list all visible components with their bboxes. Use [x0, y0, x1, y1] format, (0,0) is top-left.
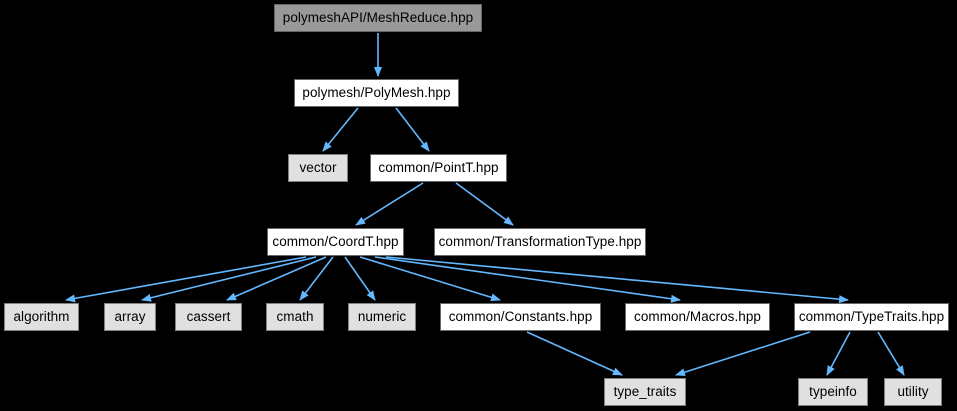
graph-node-label: common/CoordT.hpp: [272, 234, 399, 250]
edge-coordt-to-cassert: [226, 256, 327, 301]
edge-constants-to-type_traits: [526, 331, 623, 376]
graph-node-label: type_traits: [613, 384, 677, 400]
graph-node-array[interactable]: array: [104, 303, 156, 331]
edge-typetraits-to-utility: [877, 331, 905, 376]
graph-node-cmath[interactable]: cmath: [266, 303, 324, 331]
graph-node-label: algorithm: [13, 309, 70, 325]
graph-node-label: common/PointT.hpp: [378, 160, 499, 176]
edge-coordt-to-algorithm: [65, 256, 307, 303]
graph-node-type_traits[interactable]: type_traits: [604, 378, 686, 406]
graph-node-label: common/Constants.hpp: [448, 309, 593, 325]
graph-node-typeinfo[interactable]: typeinfo: [798, 378, 868, 406]
graph-node-algorithm[interactable]: algorithm: [4, 303, 79, 331]
edge-polymesh-to-vector: [322, 107, 359, 152]
graph-node-utility[interactable]: utility: [884, 378, 942, 406]
graph-node-constants[interactable]: common/Constants.hpp: [440, 303, 601, 331]
edge-coordt-to-cmath: [299, 256, 334, 301]
graph-node-pointt[interactable]: common/PointT.hpp: [370, 154, 507, 182]
graph-node-label: cmath: [276, 309, 314, 325]
graph-node-transform[interactable]: common/TransformationType.hpp: [434, 228, 646, 256]
graph-node-vector[interactable]: vector: [288, 154, 348, 182]
graph-node-label: typeinfo: [809, 384, 857, 400]
edge-coordt-to-numeric: [344, 256, 376, 301]
graph-node-label: utility: [897, 384, 929, 400]
graph-node-label: polymesh/PolyMesh.hpp: [302, 85, 451, 101]
graph-node-label: polymeshAPI/MeshReduce.hpp: [282, 10, 474, 26]
graph-node-label: vector: [299, 160, 337, 176]
edge-polymesh-to-pointt: [395, 107, 430, 152]
graph-node-meshreduce[interactable]: polymeshAPI/MeshReduce.hpp: [274, 4, 482, 32]
edge-typetraits-to-typeinfo: [826, 331, 851, 376]
graph-node-label: common/TransformationType.hpp: [438, 234, 642, 250]
edge-typetraits-to-type_traits: [675, 331, 811, 377]
graph-node-label: numeric: [357, 309, 407, 325]
graph-node-numeric[interactable]: numeric: [348, 303, 416, 331]
graph-node-typetraits[interactable]: common/TypeTraits.hpp: [794, 303, 949, 331]
graph-node-polymesh[interactable]: polymesh/PolyMesh.hpp: [294, 79, 459, 107]
graph-node-label: common/TypeTraits.hpp: [798, 309, 945, 325]
edge-coordt-to-macros: [374, 256, 681, 303]
edge-coordt-to-constants: [359, 256, 501, 302]
edge-pointt-to-coordt: [355, 182, 424, 226]
edge-coordt-to-typetraits: [385, 256, 849, 304]
graph-node-label: array: [114, 309, 146, 325]
graph-node-label: cassert: [186, 309, 231, 325]
graph-node-coordt[interactable]: common/CoordT.hpp: [267, 228, 404, 256]
edge-pointt-to-transform: [455, 182, 514, 226]
graph-node-label: common/Macros.hpp: [634, 309, 761, 325]
edge-coordt-to-array: [141, 256, 317, 302]
graph-node-cassert[interactable]: cassert: [175, 303, 242, 331]
graph-node-macros[interactable]: common/Macros.hpp: [625, 303, 770, 331]
